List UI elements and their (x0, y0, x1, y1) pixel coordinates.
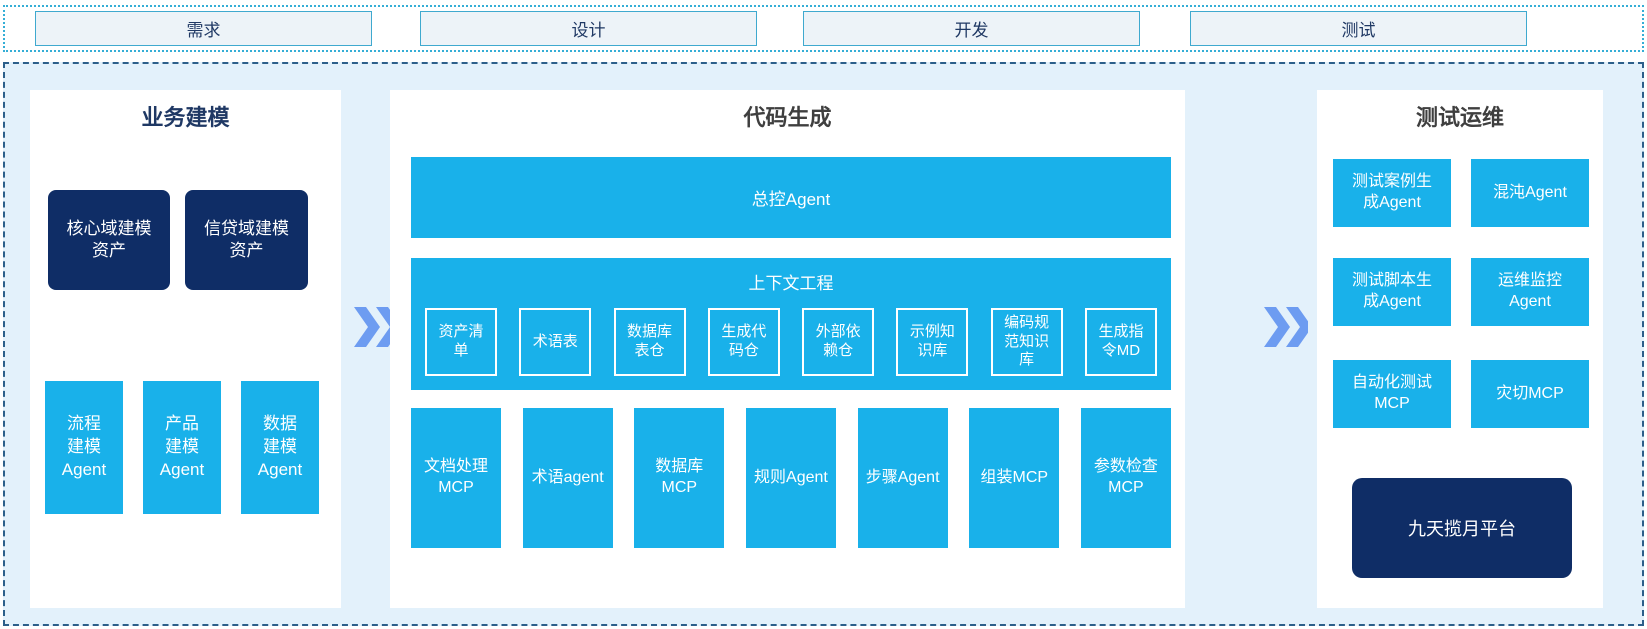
context-box-row: 资产清 单 术语表 数据库 表仓 生成代 码仓 外部依 赖仓 示例知 识库 编码… (425, 308, 1157, 376)
testops-box-auto-test-mcp: 自动化测试 MCP (1333, 360, 1451, 428)
tool-box-assemble-mcp: 组装MCP (969, 408, 1060, 548)
context-box-gen-instruct-md: 生成指 令MD (1084, 308, 1157, 376)
panel-title-business: 业务建模 (141, 105, 230, 130)
asset-box-core-domain: 核心域建模 资产 (48, 190, 170, 290)
context-box-gen-code-repo: 生成代 码仓 (707, 308, 780, 376)
tool-box-param-check-mcp: 参数检查 MCP (1080, 408, 1171, 548)
phase-box-development: 开发 (803, 11, 1140, 46)
context-engineering-block: 上下文工程 资产清 单 术语表 数据库 表仓 生成代 码仓 外部依 赖仓 示例知… (411, 258, 1171, 390)
testops-box-ops-monitor-agent: 运维监控 Agent (1471, 258, 1589, 326)
main-container: 业务建模 核心域建模 资产 信贷域建模 资产 流程 建模 Agent 产品 建模… (3, 62, 1644, 626)
context-box-db-table-repo: 数据库 表仓 (613, 308, 686, 376)
testops-box-testscript-gen-agent: 测试脚本生 成Agent (1333, 258, 1451, 326)
agent-box-process-modeling: 流程 建模 Agent (45, 381, 123, 514)
phase-box-design: 设计 (420, 11, 757, 46)
tool-box-doc-mcp: 文档处理 MCP (411, 408, 501, 548)
double-chevron-icon (1264, 307, 1308, 347)
code-generation-panel: 代码生成 总控Agent 上下文工程 资产清 单 术语表 数据库 表仓 生成代 … (390, 90, 1185, 608)
context-engineering-title: 上下文工程 (748, 274, 834, 293)
context-box-glossary: 术语表 (519, 308, 592, 376)
context-box-example-kb: 示例知 识库 (896, 308, 969, 376)
tool-box-rule-agent: 规则Agent (745, 408, 836, 548)
platform-box-jiutian-lanyue: 九天揽月平台 (1352, 478, 1572, 578)
agent-box-data-modeling: 数据 建模 Agent (241, 381, 319, 514)
context-box-asset-list: 资产清 单 (425, 308, 497, 376)
phase-box-requirements: 需求 (35, 11, 372, 46)
testops-box-chaos-agent: 混沌Agent (1471, 159, 1589, 227)
agent-box-product-modeling: 产品 建模 Agent (143, 381, 221, 514)
tool-box-step-agent: 步骤Agent (857, 408, 948, 548)
asset-box-credit-domain: 信贷域建模 资产 (185, 190, 308, 290)
testops-box-testcase-gen-agent: 测试案例生 成Agent (1333, 159, 1451, 227)
context-box-ext-dep-repo: 外部依 赖仓 (802, 308, 875, 376)
panel-title-testops: 测试运维 (1415, 105, 1504, 130)
master-agent-bar: 总控Agent (411, 157, 1171, 238)
tool-box-glossary-agent: 术语agent (522, 408, 613, 548)
business-modeling-panel: 业务建模 核心域建模 资产 信贷域建模 资产 流程 建模 Agent 产品 建模… (30, 90, 341, 608)
panel-title-codegen: 代码生成 (743, 105, 832, 130)
context-box-coding-spec-kb: 编码规 范知识 库 (990, 308, 1063, 376)
tool-box-row: 文档处理 MCP 术语agent 数据库 MCP 规则Agent 步骤Agent… (411, 408, 1171, 548)
tool-box-db-mcp: 数据库 MCP (634, 408, 725, 548)
phase-box-testing: 测试 (1190, 11, 1527, 46)
phase-strip: 需求 设计 开发 测试 (3, 5, 1644, 52)
test-ops-panel: 测试运维 测试案例生 成Agent 混沌Agent 测试脚本生 成Agent 运… (1317, 90, 1603, 608)
testops-box-disaster-switch-mcp: 灾切MCP (1471, 360, 1589, 428)
